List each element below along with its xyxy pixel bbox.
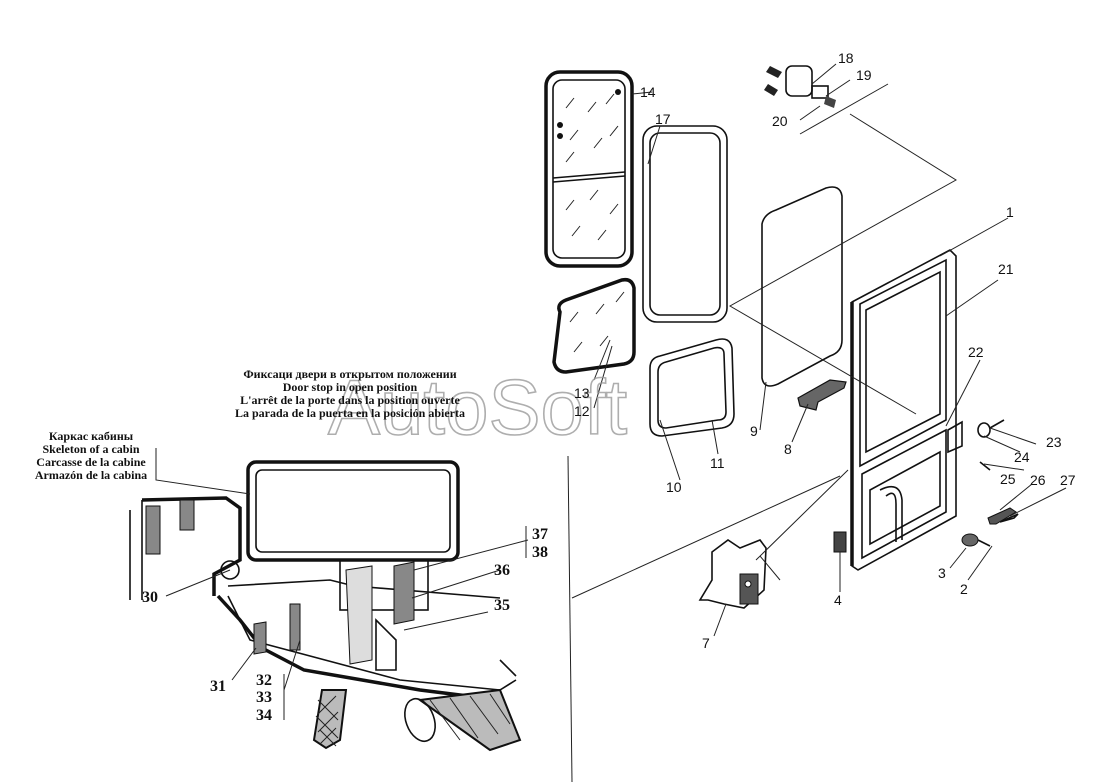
label-2: 2	[960, 581, 968, 597]
caption-skeleton: Каркас кабины Skeleton of a cabin Carcas…	[35, 429, 147, 482]
label-17: 17	[655, 111, 671, 127]
label-21: 21	[998, 261, 1014, 277]
skeleton-line-fr: Carcasse de la cabine	[36, 455, 146, 469]
label-12: 12	[574, 403, 590, 419]
label-32: 32	[256, 672, 272, 689]
label-20: 20	[772, 113, 788, 129]
label-11: 11	[710, 455, 725, 471]
label-33: 33	[256, 689, 272, 706]
caption-door-stop: Фиксаци двери в открытом положении Door …	[235, 367, 465, 420]
lock-cylinder-18	[764, 65, 836, 108]
label-18: 18	[838, 50, 854, 66]
label-7: 7	[702, 635, 710, 651]
glass-9	[761, 186, 843, 387]
label-36: 36	[494, 562, 510, 579]
label-19: 19	[856, 67, 872, 83]
label-38: 38	[532, 544, 548, 561]
window-seal-17	[642, 125, 728, 323]
door-frame-1	[850, 249, 957, 571]
label-8: 8	[784, 441, 792, 457]
handle-8	[797, 379, 847, 411]
roller-3	[961, 533, 991, 547]
label-31: 31	[210, 678, 226, 695]
skeleton-line-en: Skeleton of a cabin	[42, 442, 139, 456]
watermark-text: AutoSoft	[328, 363, 628, 451]
label-30: 30	[142, 589, 158, 606]
leader-lines	[155, 63, 1067, 782]
bracket-26	[987, 507, 1019, 525]
label-35: 35	[494, 597, 510, 614]
label-9: 9	[750, 423, 758, 439]
label-27: 27	[1060, 472, 1076, 488]
caption-line-es: La parada de la puerta en la posición ab…	[235, 406, 465, 420]
label-23: 23	[1046, 434, 1062, 450]
skeleton-line-ru: Каркас кабины	[49, 429, 134, 443]
skeleton-line-es: Armazón de la cabina	[35, 468, 147, 482]
label-3: 3	[938, 565, 946, 581]
label-14: 14	[640, 84, 656, 100]
window-frame-14	[544, 70, 634, 268]
label-13: 13	[574, 385, 590, 401]
label-25: 25	[1000, 471, 1016, 487]
hinge-4	[833, 531, 847, 553]
latch-7	[698, 539, 767, 609]
label-4: 4	[834, 592, 842, 608]
window-seal-10-11	[649, 338, 735, 437]
cabin-skeleton-section	[129, 460, 522, 752]
label-10: 10	[666, 479, 682, 495]
caption-line-ru: Фиксаци двери в открытом положении	[243, 367, 456, 381]
part-labels: 1 2 3 4 7 8 9 10 11 12 13 14 17 18 19 20…	[142, 50, 1076, 724]
window-glass-13	[552, 277, 636, 374]
label-22: 22	[968, 344, 984, 360]
label-26: 26	[1030, 472, 1046, 488]
label-37: 37	[532, 526, 548, 543]
label-1: 1	[1006, 204, 1014, 220]
bolt-23	[947, 419, 1005, 471]
caption-line-fr: L'arrêt de la porte dans la position ouv…	[240, 393, 460, 407]
caption-line-en: Door stop in open position	[283, 380, 418, 394]
label-24: 24	[1014, 449, 1030, 465]
label-34: 34	[256, 707, 272, 724]
